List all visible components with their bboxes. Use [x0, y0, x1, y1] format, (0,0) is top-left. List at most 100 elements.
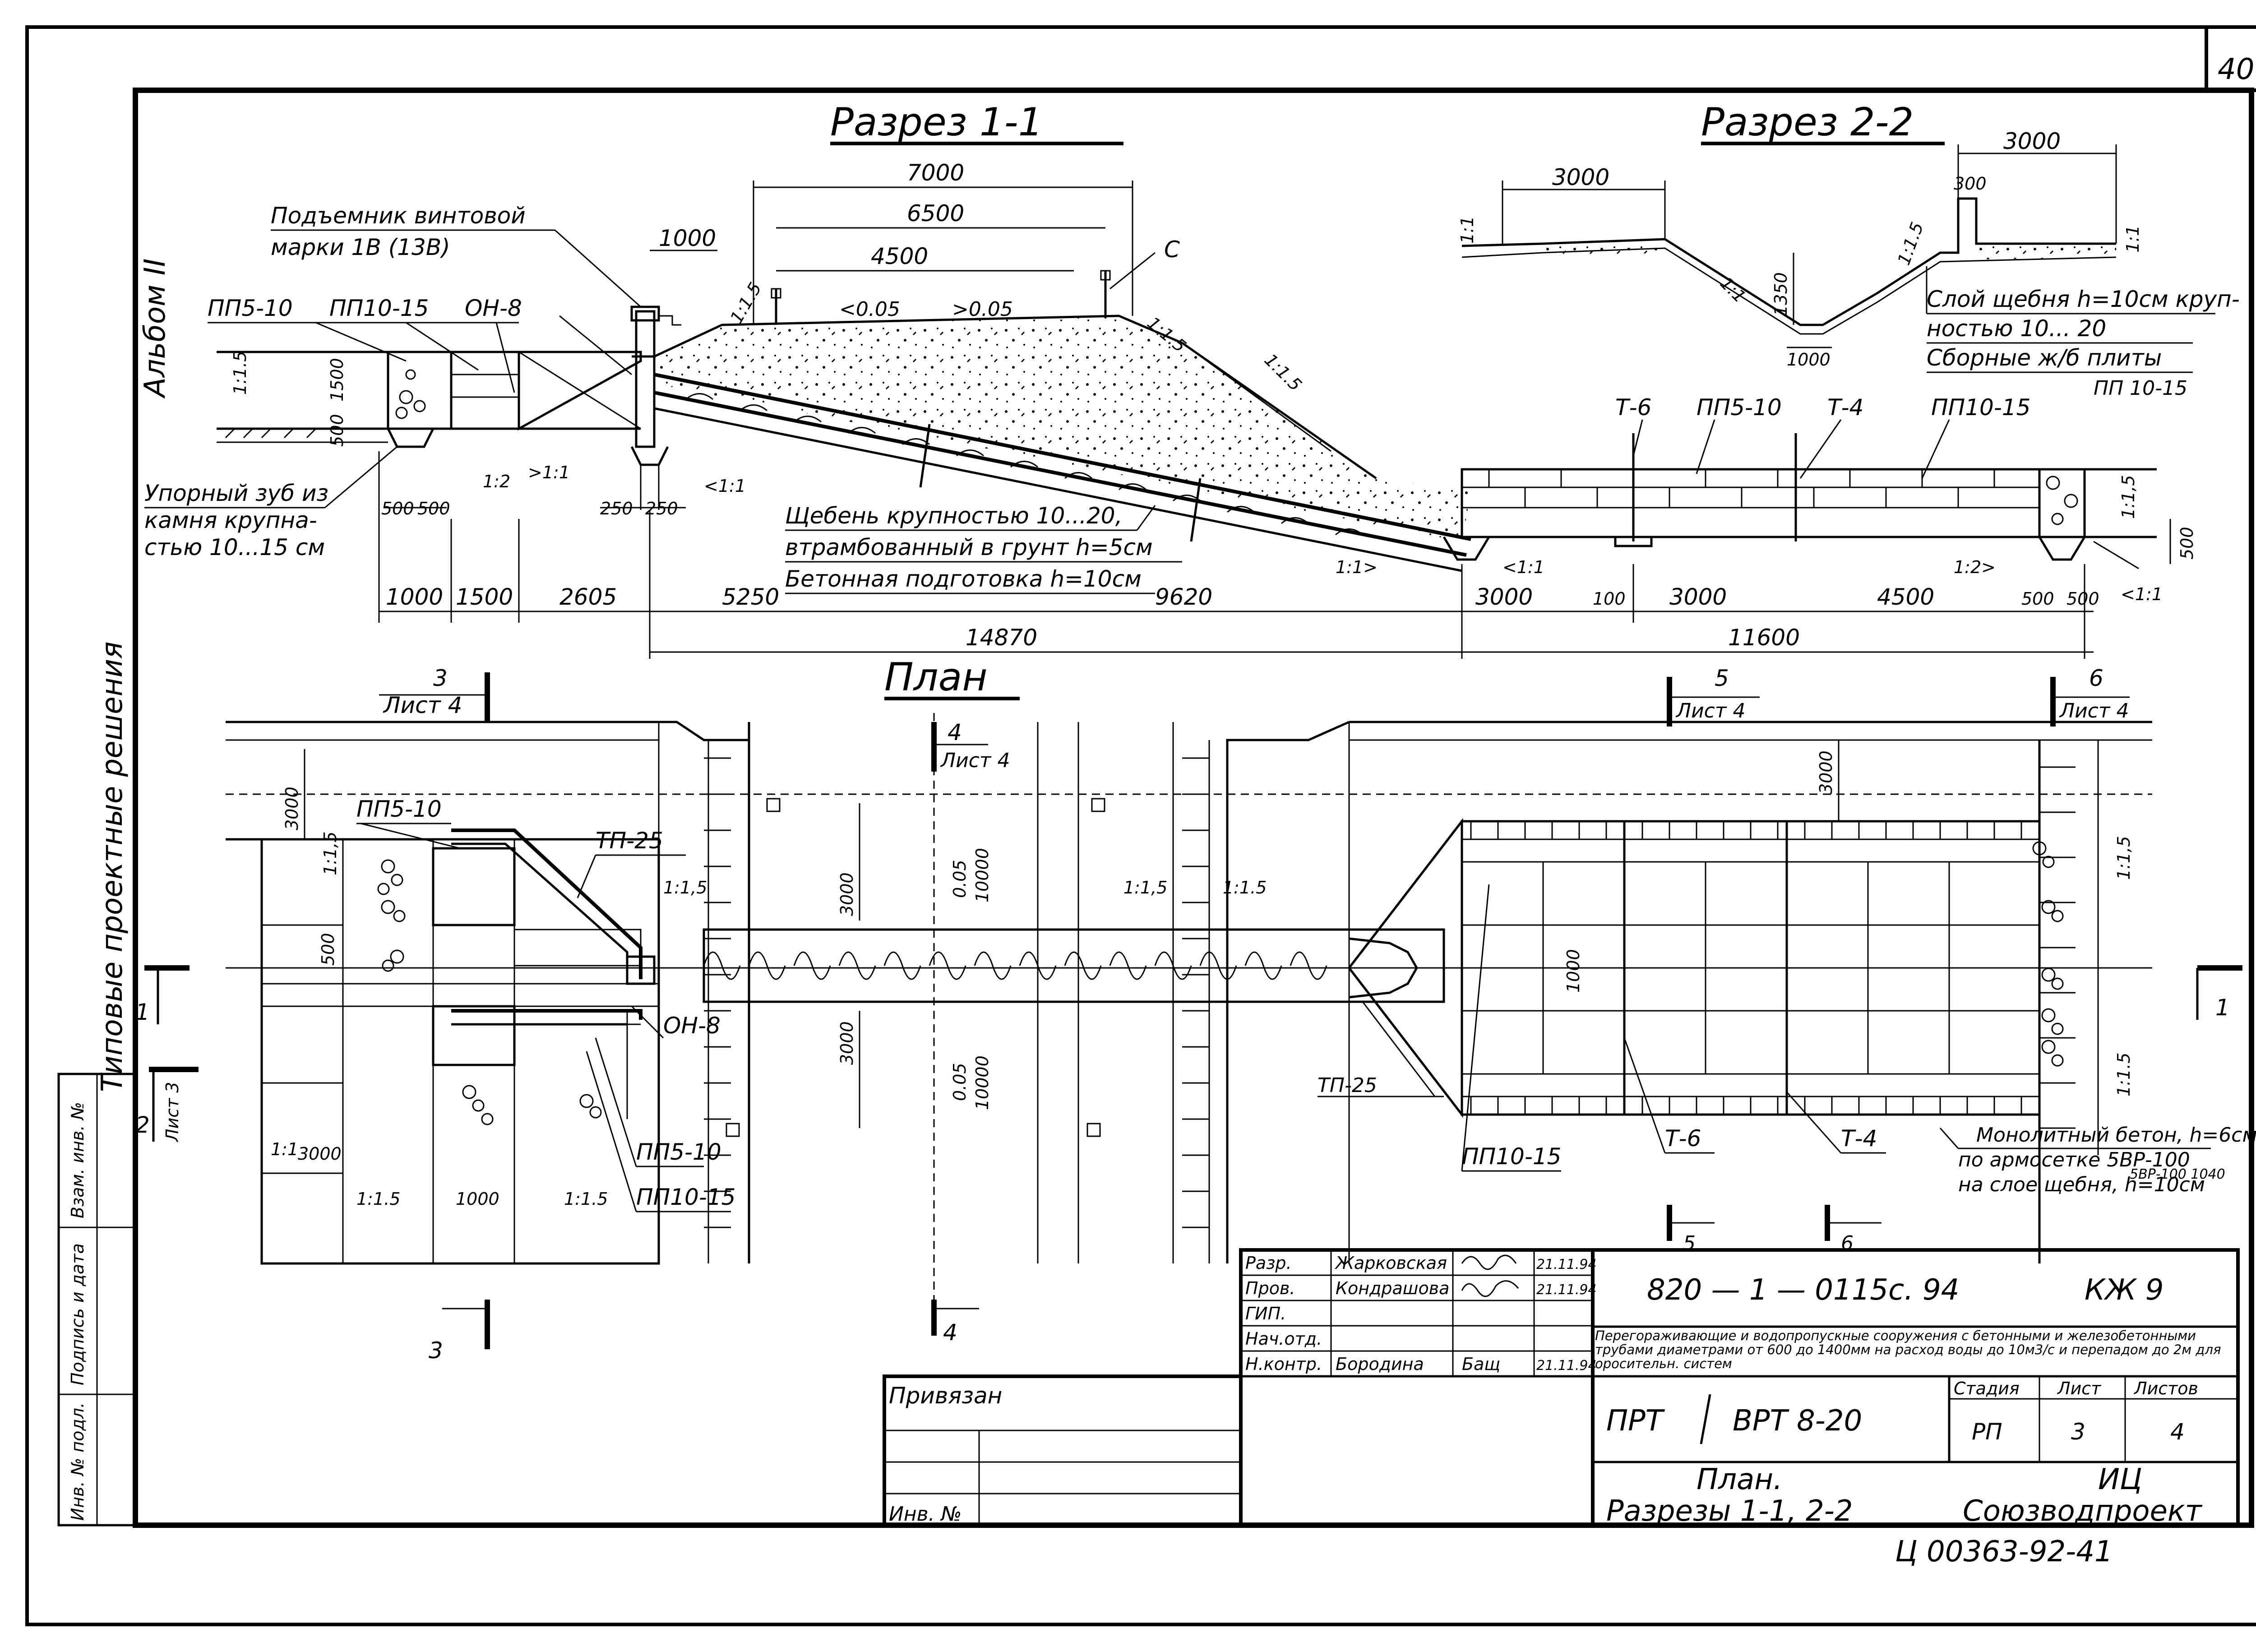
plan-slope-g: 1:1.5 — [564, 1189, 608, 1209]
plan-dim-500: 500 — [318, 933, 338, 966]
plan-label-pp10-15-b: ПП10-15 — [1462, 1143, 1561, 1170]
plan-label-on8: ОН-8 — [663, 1013, 721, 1039]
role-0: Разр. — [1245, 1253, 1292, 1273]
name-1: Кондрашова — [1336, 1278, 1449, 1298]
document-code: 820 — 1 — 0115с. 94 — [1647, 1273, 1959, 1307]
album-label: Альбом II — [139, 259, 172, 399]
s22-dim-3000-a: 3000 — [1552, 164, 1609, 190]
role-3: Нач.отд. — [1245, 1329, 1322, 1349]
dim-250-a: 250 — [600, 499, 633, 518]
archive-number: Ц 00363-92-41 — [1895, 1535, 2113, 1569]
label-pp5-10-b: ПП5-10 — [1697, 394, 1782, 421]
org-1: ИЦ — [2098, 1463, 2142, 1496]
dim-500-b: 500 — [417, 499, 450, 518]
dim-3000-b: 3000 — [1669, 584, 1727, 610]
plan-dim-3000-d: 3000 — [1816, 750, 1836, 794]
plan-label-pp5-10: ПП5-10 — [356, 796, 442, 822]
cut-3-top-sheet: Лист 4 — [383, 692, 462, 718]
plan-slope-e: 1:1.5 — [356, 1189, 400, 1209]
layer-label-1: Слой щебня h=10см круп- — [1927, 286, 2240, 312]
dim-1000-top: 1000 — [659, 225, 716, 251]
role-4: Н.контр. — [1245, 1354, 1322, 1374]
plan-dim-3000-b: 3000 — [837, 872, 857, 916]
dim-1500-v: 1500 — [327, 358, 347, 402]
plan-slope-h: 1:1.5 — [2114, 1053, 2134, 1097]
plan-dim-3000-e: 3000 — [298, 1144, 342, 1164]
dim-3000: 3000 — [1475, 584, 1533, 610]
s22-slope-1-1-5: 1:1.5 — [1894, 219, 1928, 268]
plan-grade-up: 0.05 — [950, 860, 970, 898]
plan-dim-10000-b: 10000 — [972, 1055, 992, 1110]
cut-1-left: 1 — [135, 999, 150, 1025]
cut-2-sheet: Лист 3 — [162, 1082, 182, 1143]
outlet-channel: Т-6 ПП5-10 Т-4 ПП10-15 1:1> <1:1 1:2> <1… — [1336, 394, 2197, 604]
plan-dim-3000-c: 3000 — [837, 1021, 857, 1065]
dim-11600: 11600 — [1728, 625, 1800, 651]
series-label: Типовые проектные решения — [96, 641, 129, 1092]
slope-1-1-d: <1:1 — [1502, 557, 1544, 577]
label-pp10-15-b: ПП10-15 — [1931, 394, 2030, 421]
sheets-label: Листов — [2133, 1379, 2198, 1398]
plan-label-pp5-10-b: ПП5-10 — [636, 1139, 721, 1165]
s22-dim-1350: 1350 — [1771, 272, 1791, 316]
slope-1-1-a: >1:1 — [528, 463, 570, 482]
dim-500-v: 500 — [327, 414, 347, 447]
project-description: Перегораживающие и водопропускные сооруж… — [1595, 1329, 2221, 1371]
section-1-1-dimensions: 7000 6500 4500 1000 1500 500 500 500 250… — [327, 160, 2099, 659]
dim-500-a: 500 — [381, 499, 414, 518]
dim-6500: 6500 — [907, 200, 964, 227]
slope-1-1-5-a: 1:1.5 — [726, 279, 766, 327]
mark-c: С — [1164, 236, 1180, 263]
drawing-title-2: Разрезы 1-1, 2-2 — [1606, 1495, 1853, 1528]
object-right: ВРТ 8-20 — [1733, 1404, 1862, 1438]
plan-slope-b: 1:1,5 — [663, 878, 707, 898]
layer-label-2: ностью 10... 20 — [1927, 315, 2106, 342]
section-2-2-title: Разрез 2-2 — [1701, 100, 1914, 145]
riprap-symbols — [377, 841, 2064, 1125]
plan-dim-1000: 1000 — [1563, 949, 1583, 993]
outlet-plan — [1348, 740, 2099, 1263]
cut-4-top-sheet: Лист 4 — [940, 749, 1010, 772]
plan-label-pp10-15: ПП10-15 — [636, 1184, 735, 1210]
date-1: 21.11.94 — [1536, 1282, 1597, 1298]
side-labels: Альбом II Типовые проектные решения — [96, 259, 172, 1092]
stage-value: РП — [1972, 1419, 2002, 1445]
dim-7000: 7000 — [907, 160, 964, 186]
slope-1-1-e: <1:1 — [2121, 584, 2163, 604]
dim-1000: 1000 — [386, 584, 443, 610]
label-pp10-15: ПП10-15 — [329, 295, 429, 321]
plan-dim-3000-a: 3000 — [282, 787, 302, 830]
label-pp5-10: ПП5-10 — [208, 295, 293, 321]
stamp-signature-date: Подпись и дата — [68, 1243, 88, 1385]
plan-slope-a: 1:1,5 — [320, 832, 340, 875]
lifter-label-1: Подъемник винтовой — [271, 203, 526, 229]
org-2: Союзводпроект — [1963, 1495, 2203, 1528]
lifter-label-2: марки 1В (13В) — [271, 234, 450, 260]
s22-dim-300: 300 — [1954, 174, 1987, 194]
layer-label-4: ПП 10-15 — [2094, 377, 2187, 400]
pipe-plan — [226, 928, 2152, 1003]
name-4: Бородина — [1336, 1354, 1424, 1374]
plan-grade-down: 0.05 — [950, 1063, 970, 1101]
signature-rows: Разр. Жарковская 21.11.94 Пров. Кондрашо… — [1245, 1253, 1597, 1374]
s22-slope-1-1-c: 1:1 — [2123, 225, 2143, 253]
plan-slope-d: 1:1.5 — [1223, 878, 1267, 898]
dim-4500: 4500 — [871, 243, 928, 269]
dim-14870: 14870 — [966, 625, 1037, 651]
sheets-value: 4 — [2170, 1419, 2185, 1445]
cut-2-num: 2 — [135, 1112, 150, 1138]
drawing-title-1: План. — [1697, 1463, 1782, 1496]
role-1: Пров. — [1245, 1278, 1295, 1298]
dim-5250: 5250 — [722, 584, 779, 610]
sheet-label: Лист — [2057, 1379, 2102, 1398]
plan-label-tp25-b: ТП-25 — [1318, 1074, 1377, 1097]
dim-250-b: 250 — [645, 499, 678, 518]
cut-6-num: 6 — [2089, 665, 2103, 691]
sheet-number: 40 — [2218, 53, 2254, 86]
plan-dimensions: 3000 3000 3000 0.05 10000 0.05 10000 300… — [271, 740, 2134, 1209]
s22-dim-3000-b: 3000 — [2003, 128, 2061, 154]
stage-label: Стадия — [1954, 1379, 2020, 1398]
grade-left: <0.05 — [839, 298, 900, 321]
monolith-label-1: Монолитный бетон, h=6см — [1976, 1124, 2256, 1147]
